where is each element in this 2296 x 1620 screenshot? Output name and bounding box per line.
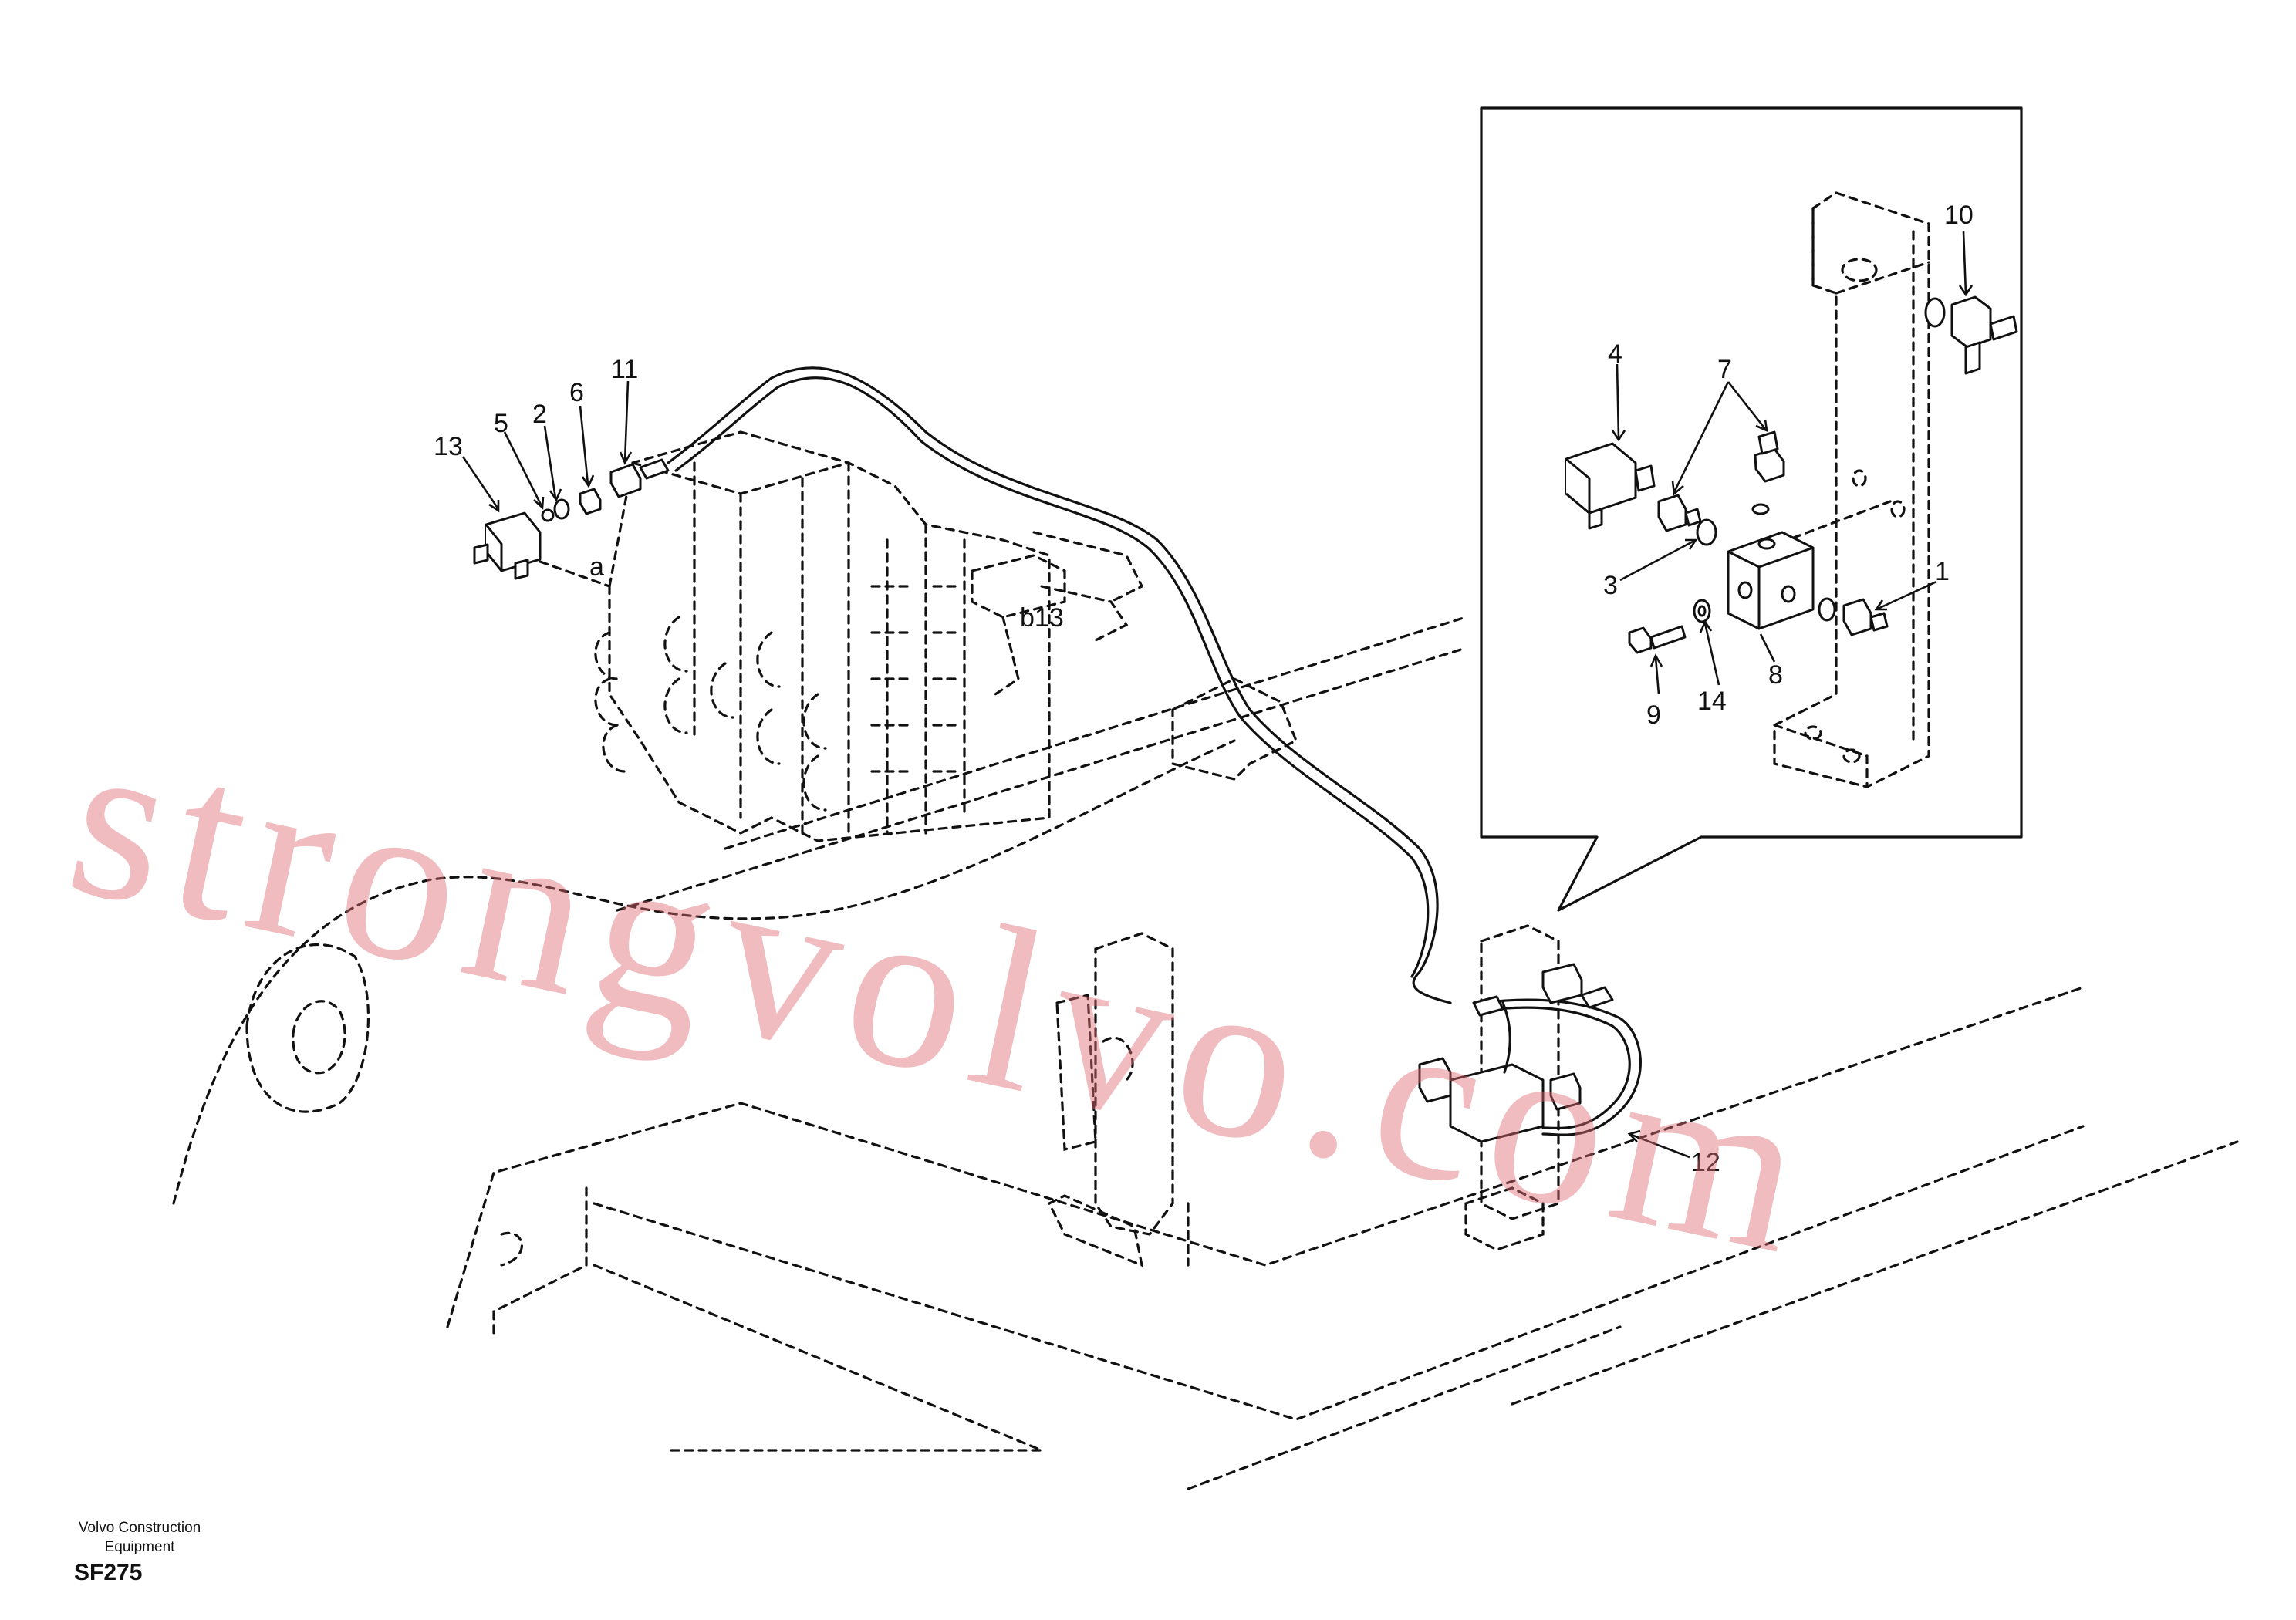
leader-13 [461,456,500,510]
callout-labels: 13 5 2 6 11 a b13 10 4 7 3 1 8 9 14 12 [434,201,1974,1177]
callout-1: 1 [1935,557,1950,586]
elbow-fitting-10 [1950,295,1992,349]
control-valve-outline [594,430,1144,842]
adapter-6 [579,488,602,515]
leader-6 [579,405,589,485]
installed-solenoid-4 [1418,1057,1452,1103]
bolt-9 [1628,626,1653,654]
leader-5 [503,431,543,507]
leader-7 [1673,381,1767,493]
left-fitting-assembly [473,458,670,588]
company-line-2: Equipment [104,1539,175,1555]
machine-frame [172,616,2239,1490]
callout-6: 6 [569,378,584,407]
o-ring-10 [1924,297,1946,328]
port-label-a: a [589,552,604,582]
fitting-1 [1842,598,1872,636]
leader-12 [1629,1132,1690,1159]
leader-3 [1619,538,1697,582]
leader-11 [623,380,630,462]
callout-4: 4 [1608,339,1622,369]
callout-11: 11 [611,355,638,384]
figure-code: SF275 [74,1560,143,1585]
leader-2 [543,425,557,499]
installed-block-8 [1449,1063,1545,1143]
company-line-1: Volvo Construction [78,1520,201,1536]
port-label-b13: b13 [1020,603,1064,633]
leader-8 [1759,633,1776,663]
leader-14 [1703,623,1720,686]
leader-9 [1654,656,1660,695]
fitting-7a [1657,494,1687,532]
callout-3: 3 [1603,571,1618,600]
o-ring-1 [1818,597,1836,622]
fitting-7b [1754,447,1785,483]
main-leaders [461,380,1690,1159]
connector-11 [609,463,642,498]
leader-1 [1876,580,1937,611]
callout-12: 12 [1691,1148,1720,1177]
callout-13: 13 [434,432,463,461]
callout-9: 9 [1646,700,1661,730]
leader-4 [1616,363,1620,439]
installed-valve-assembly [1418,924,1614,1251]
callout-8: 8 [1768,660,1783,690]
callout-7: 7 [1717,355,1732,384]
callout-10: 10 [1944,201,1974,230]
callout-2: 2 [532,400,547,429]
o-ring-2 [553,498,570,520]
footer-company: Volvo Construction Equipment [74,1518,205,1557]
leader-10 [1962,231,1967,294]
callout-14: 14 [1697,687,1727,716]
o-ring-3 [1696,518,1717,546]
detail-callout-box [1480,106,2023,912]
callout-5: 5 [494,409,508,438]
ring-5 [541,508,555,522]
